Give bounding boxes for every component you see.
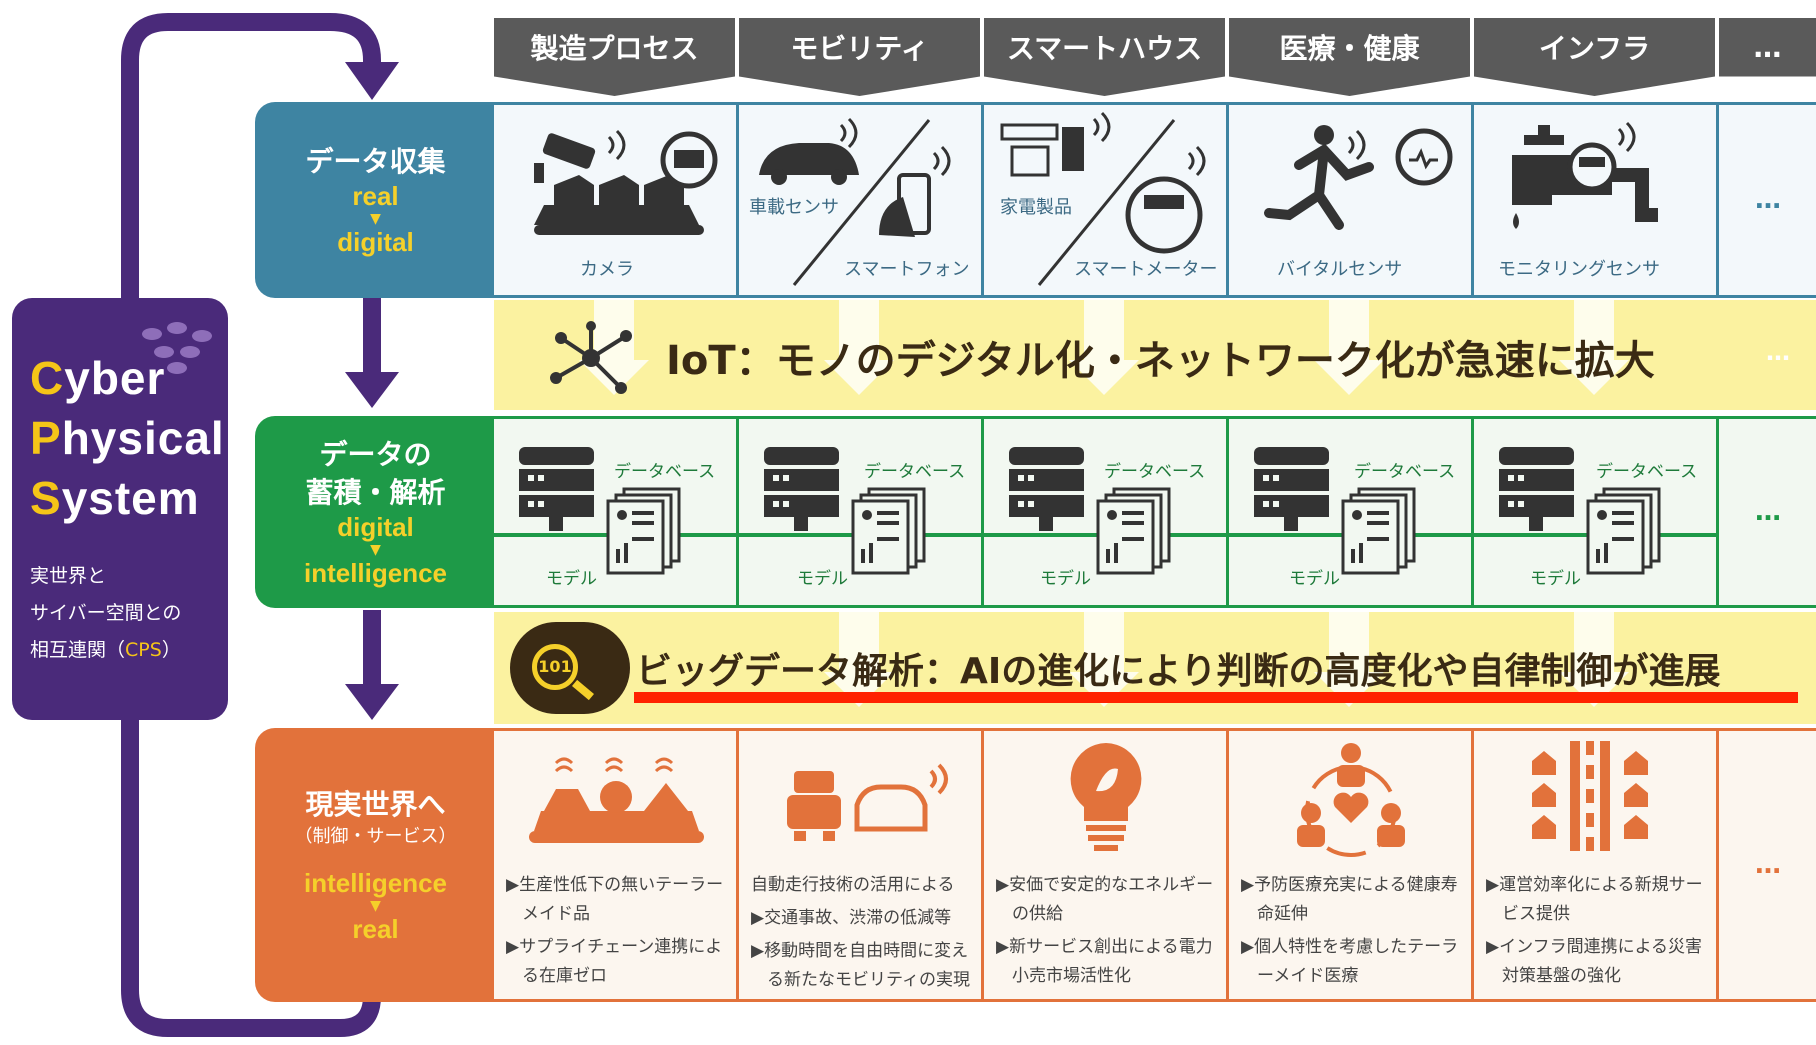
cell-camera: カメラ (494, 102, 739, 298)
category-more: … (1719, 18, 1816, 77)
appliance-and-meter-icon (1000, 111, 1206, 286)
server-and-document-icon (984, 447, 1229, 575)
cell-db-1: データベース モデル (494, 416, 739, 608)
cps-title-line-physical: Physical (30, 412, 225, 464)
cell-outcome-smarthouse: ▶安価で安定的なエネルギーの供給 ▶新サービス創出による電力小売市場活性化 (984, 728, 1229, 1002)
care-team-icon (1297, 743, 1405, 857)
network-icon (142, 322, 212, 374)
outcome-list: 自動走行技術の活用による ▶交通事故、渋滞の低減等 ▶移動時間を自由時間に変える… (751, 875, 970, 990)
runner-icon (1264, 125, 1453, 230)
car-traffic-icon (787, 763, 948, 841)
band-down-arrows (824, 612, 1629, 707)
cell-more: … (1719, 102, 1816, 298)
car-and-smartphone-icon (759, 117, 951, 286)
cps-box: Cyber Physical System 実世界と サイバー空間との 相互連関… (12, 298, 228, 720)
cell-more: … (1719, 728, 1816, 1002)
stage-data-analysis: データの 蓄積・解析 digital ▼ intelligence (255, 416, 496, 608)
camera-conveyor-icon (534, 129, 718, 235)
cps-title-line-system: System (30, 472, 200, 524)
band-down-arrows (579, 300, 1629, 395)
server-and-document-icon (739, 447, 984, 575)
category-mobility: モビリティ (739, 18, 980, 96)
iot-band-text: IoT：モノのデジタル化・ネットワーク化が急速に拡大 (666, 338, 1655, 384)
category-infrastructure: インフラ (1474, 18, 1715, 96)
molecule-network-icon (550, 321, 632, 394)
cell-mobility-sensors: 車載センサ スマートフォン (739, 102, 984, 298)
outcome-list: ▶生産性低下の無いテーラーメイド品 ▶サプライチェーン連携による在庫ゼロ (506, 875, 724, 986)
server-and-document-icon (1474, 447, 1719, 575)
city-grid-icon (1532, 741, 1648, 851)
ai-band: 101 ビッグデータ解析：AIの進化により判断の高度化や自律制御が進展 (494, 612, 1816, 724)
ai-band-text: ビッグデータ解析：AIの進化により判断の高度化や自律制御が進展 (636, 651, 1721, 692)
row-real-world: ▶生産性低下の無いテーラーメイド品 ▶サプライチェーン連携による在庫ゼロ 自動走… (494, 728, 1816, 1002)
cell-monitoring-sensor: モニタリングセンサ (1474, 102, 1719, 298)
cell-outcome-manufacturing: ▶生産性低下の無いテーラーメイド品 ▶サプライチェーン連携による在庫ゼロ (494, 728, 739, 1002)
row-data-collection: カメラ 車載センサ スマートフォン (494, 102, 1816, 298)
cps-title: Cyber Physical System (30, 348, 225, 528)
cell-db-3: データベース モデル (984, 416, 1229, 608)
cell-more: … (1719, 416, 1816, 608)
server-and-document-icon (494, 447, 739, 575)
category-smarthouse: スマートハウス (984, 18, 1225, 96)
stage-real-world: 現実世界へ （制御・サービス） intelligence ▼ real (255, 728, 496, 1002)
red-underline (634, 692, 1798, 703)
cell-outcome-healthcare: ▶予防医療充実による健康寿命延伸 ▶個人特性を考慮したテーラーメイド医療 (1229, 728, 1474, 1002)
lightbulb-icon (1070, 743, 1142, 851)
band-more: … (1766, 338, 1790, 366)
row-data-analysis: データベース モデル データベース モデル データベース モデル (494, 416, 1816, 608)
water-pipe-meter-icon (1512, 121, 1658, 229)
iot-band: IoT：モノのデジタル化・ネットワーク化が急速に拡大 … (494, 300, 1816, 410)
cps-title-line-cyber: Cyber (30, 352, 166, 404)
stage-data-collection: データ収集 real ▼ digital (255, 102, 496, 298)
cell-db-2: データベース モデル (739, 416, 984, 608)
big-data-magnifier-icon: 101 (510, 622, 630, 714)
cell-db-4: データベース モデル (1229, 416, 1474, 608)
outcome-list: ▶予防医療充実による健康寿命延伸 ▶個人特性を考慮したテーラーメイド医療 (1241, 875, 1459, 986)
cell-outcome-infrastructure: ▶運営効率化による新規サービス提供 ▶インフラ間連携による災害対策基盤の強化 (1474, 728, 1719, 1002)
cps-description: 実世界と サイバー空間との 相互連関（CPS） (30, 565, 182, 661)
factory-line-icon (529, 757, 704, 843)
outcome-list: ▶安価で安定的なエネルギーの供給 ▶新サービス創出による電力小売市場活性化 (996, 875, 1214, 986)
cell-smarthouse-sensors: 家電製品 スマートメーター (984, 102, 1229, 298)
category-manufacturing: 製造プロセス (494, 18, 735, 96)
cell-vital-sensor: バイタルセンサ (1229, 102, 1474, 298)
cell-outcome-mobility: 自動走行技術の活用による ▶交通事故、渋滞の低減等 ▶移動時間を自由時間に変える… (739, 728, 984, 1002)
category-healthcare: 医療・健康 (1229, 18, 1470, 96)
outcome-list: ▶運営効率化による新規サービス提供 ▶インフラ間連携による災害対策基盤の強化 (1486, 875, 1703, 986)
server-and-document-icon (1229, 447, 1474, 575)
cell-db-5: データベース モデル (1474, 416, 1719, 608)
